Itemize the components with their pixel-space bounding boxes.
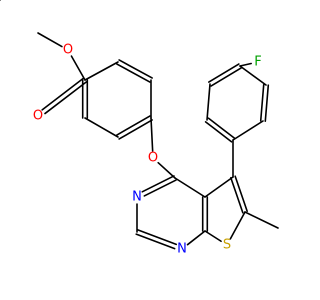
single-bond (206, 83, 211, 121)
double-bond-line-a (259, 84, 265, 122)
molecule-canvas: O O O N N S F (0, 0, 279, 257)
ether-oxygen: O (148, 151, 158, 166)
double-bond-line-a (116, 115, 151, 136)
double-bond-line-b (44, 81, 88, 115)
molecule-structure: O O O N N S F (0, 0, 279, 257)
double-bond-line-a (41, 77, 85, 111)
single-bond (174, 177, 206, 198)
double-bond-line-b (118, 119, 153, 140)
double-bond-line-a (135, 233, 176, 250)
single-bond (239, 62, 252, 67)
fluorine: F (254, 55, 261, 70)
single-bond (239, 65, 267, 86)
single-bond (229, 211, 246, 240)
pyrimidine-nitrogen-bottom: N (177, 242, 187, 257)
double-bond-line-a (207, 117, 236, 139)
single-bond (186, 230, 206, 246)
double-bond-line-b (118, 59, 153, 79)
thiophene-sulfur: S (223, 238, 231, 253)
double-bond-line-a (230, 176, 244, 214)
single-bond (150, 117, 154, 152)
double-bond-line-b (143, 179, 177, 197)
single-bond (84, 61, 119, 81)
double-bond-line-a (210, 67, 242, 87)
pyrimidine-nitrogen-top: N (132, 190, 142, 205)
single-bond (204, 176, 234, 198)
double-bond-line-a (116, 63, 151, 83)
single-bond (157, 161, 176, 179)
double-bond-line-b (234, 175, 248, 213)
double-bond-line-b (264, 84, 270, 122)
single-bond (70, 55, 86, 81)
double-bond-line-a (141, 175, 175, 193)
ester-methoxy-oxygen: O (63, 43, 73, 58)
double-bond-line-b (137, 229, 178, 246)
single-bond (244, 211, 279, 229)
ester-carbonyl-oxygen: O (33, 109, 43, 124)
single-bond (84, 117, 119, 138)
double-bond-line-b (208, 63, 240, 83)
single-bond (37, 32, 63, 48)
double-bond-line-b (204, 121, 233, 143)
single-bond (204, 230, 222, 243)
bond-layer (0, 0, 279, 250)
single-bond (232, 120, 264, 141)
